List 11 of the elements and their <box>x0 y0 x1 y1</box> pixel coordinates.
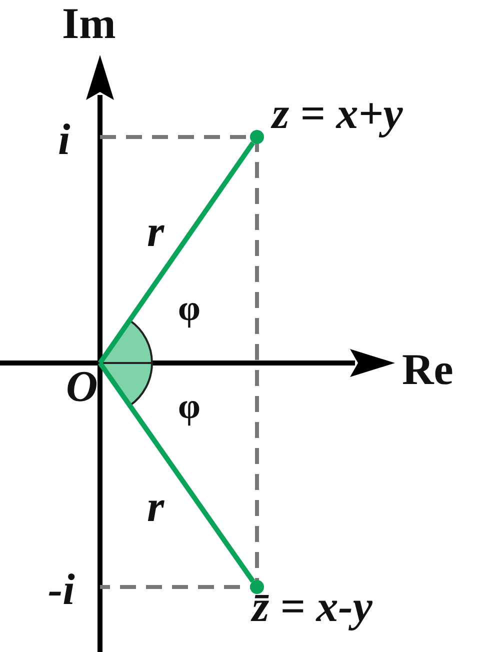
tick-label: -i <box>48 568 75 612</box>
point-dot <box>250 580 264 594</box>
angle-label: φ <box>178 290 200 326</box>
point-dot <box>250 130 264 144</box>
tick-label: i <box>58 118 70 162</box>
point-label: z̄ = x-y <box>252 585 372 629</box>
angle-label: φ <box>178 388 200 424</box>
origin-label: O <box>66 365 98 409</box>
axis-label: Re <box>402 348 454 392</box>
point-label: z = x+y <box>272 92 403 136</box>
axis-label: Im <box>62 2 116 46</box>
